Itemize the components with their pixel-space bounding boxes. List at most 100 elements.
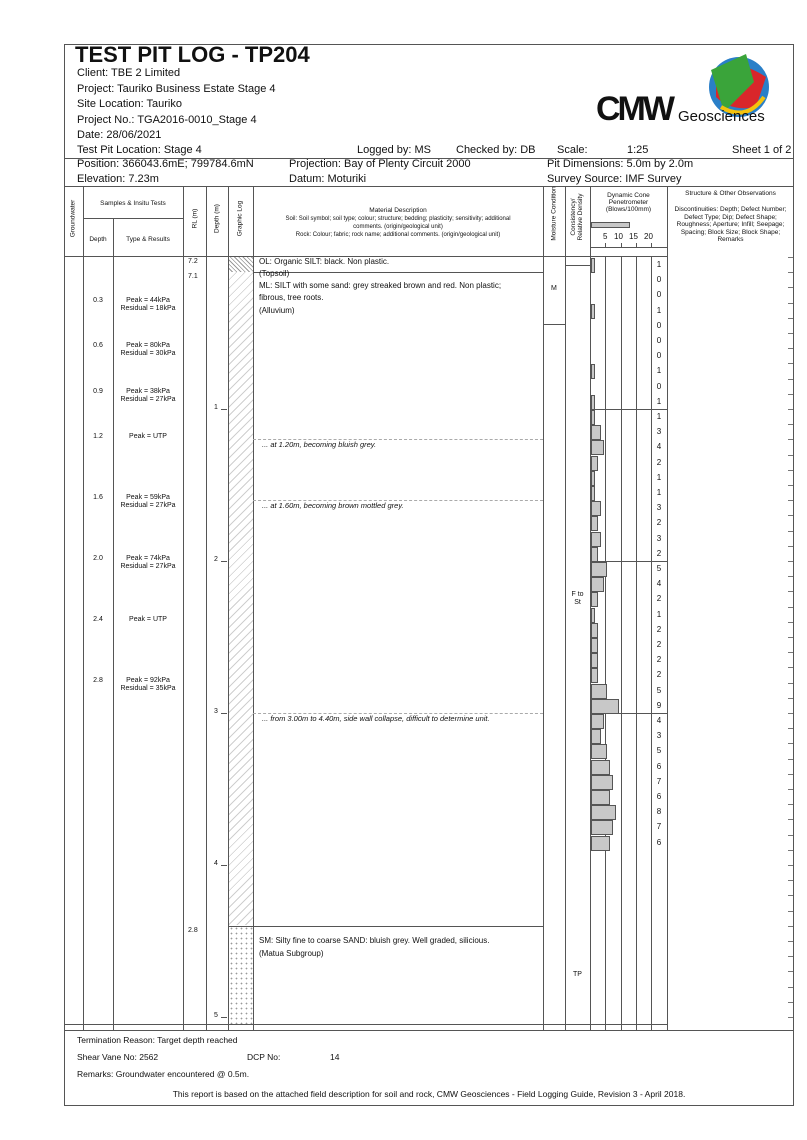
grid-line	[253, 186, 254, 1030]
dcp-value: 6	[656, 837, 662, 847]
sample-depth: 1.6	[93, 494, 103, 502]
dcp-value: 0	[656, 336, 662, 345]
project: Project: Tauriko Business Estate Stage 4	[77, 83, 276, 95]
dcp-value: 2	[656, 655, 662, 665]
dcp-value: 2	[656, 640, 662, 649]
annotation: ... from 3.00m to 4.40m, side wall colla…	[262, 714, 490, 723]
grid-line	[183, 186, 184, 1030]
material-description: (Matua Subgroup)	[259, 948, 324, 958]
dcp-bar	[591, 729, 601, 745]
dcp-title: Dynamic Cone	[607, 192, 650, 199]
depth-scale-tick	[788, 348, 793, 350]
depth-scale-tick	[788, 697, 793, 699]
graphic-log-topsoil	[229, 257, 253, 272]
dcp-value: 3	[656, 427, 662, 437]
divider	[64, 1024, 668, 1025]
depth-scale-tick	[788, 819, 793, 821]
pit-dimensions: Pit Dimensions: 5.0m by 2.0m	[547, 158, 694, 170]
dcp-value: 0	[656, 381, 662, 391]
depth-scale-tick	[788, 682, 793, 684]
col-material-title: Material Description	[369, 207, 427, 214]
site-location: Site Location: Tauriko	[77, 98, 182, 110]
annotation-line	[253, 500, 543, 502]
dcp-value: 3	[656, 731, 662, 741]
dcp-scale-5: 5	[603, 232, 608, 241]
depth-mark: 5	[214, 1012, 218, 1019]
col-groundwater: Groundwater	[69, 199, 77, 238]
logo-globe-icon	[709, 54, 769, 117]
client: Client: TBE 2 Limited	[77, 67, 181, 79]
sample-result-residual: Residual = 18kPa	[120, 304, 176, 312]
depth-scale-tick	[788, 576, 793, 578]
layer-boundary	[253, 272, 543, 273]
grid-line	[83, 186, 84, 1030]
depth-mark: 3	[214, 708, 218, 715]
dcp-value: 4	[656, 579, 662, 589]
dcp-bar	[591, 501, 601, 517]
dcp-value: 7	[656, 776, 662, 786]
depth-scale-tick	[788, 637, 793, 638]
depth-tick	[221, 1017, 227, 1018]
depth-scale-tick	[788, 317, 793, 319]
sample-depth: 2.4	[93, 615, 103, 623]
dcp-bar	[591, 714, 604, 729]
dcp-value: 8	[656, 807, 662, 817]
depth-scale-tick	[788, 424, 793, 426]
depth-mark: 2	[214, 556, 218, 563]
dcp-legend-bar	[591, 222, 630, 228]
dcp-bar	[591, 470, 595, 486]
depth-tick	[221, 561, 227, 562]
sample-result: Peak = 38kPa	[126, 387, 170, 395]
dcp-value: 1	[656, 396, 662, 406]
dcp-title-3: (Blows/100mm)	[605, 206, 652, 213]
dcp-no-label: DCP No:	[247, 1052, 281, 1062]
depth-scale-tick	[788, 895, 793, 897]
dcp-bar	[591, 486, 595, 501]
dcp-value: 0	[656, 320, 662, 330]
col-structure-desc: Discontinuities: Depth; Defect Number; D…	[674, 206, 787, 243]
depth-scale-tick	[788, 439, 793, 441]
depth-scale-tick	[788, 941, 793, 942]
sample-result: Peak = 80kPa	[126, 342, 170, 350]
depth-scale-tick	[788, 469, 793, 471]
col-depth-m: Depth (m)	[213, 204, 221, 233]
depth-tick	[221, 865, 227, 866]
material-description: (Topsoil)	[259, 269, 290, 279]
dcp-bar	[591, 805, 616, 821]
col-material-rock: Rock: Colour; fabric; rock name; additio…	[295, 232, 501, 238]
dcp-value: 0	[656, 351, 662, 361]
col-moisture: Moisture Condition	[550, 186, 558, 241]
depth-scale-tick	[788, 652, 793, 654]
depth-scale-tick	[788, 454, 793, 456]
dcp-value: 2	[656, 624, 662, 634]
consistency-value: St	[574, 599, 581, 607]
annotation: ... at 1.60m, becoming brown mottled gre…	[262, 501, 404, 511]
sample-depth: 0.6	[93, 342, 103, 350]
grid-line	[621, 256, 622, 1030]
depth-scale-tick	[788, 865, 793, 866]
col-structure-title: Structure & Other Observations	[685, 190, 776, 197]
col-material-soil: Soil: Soil symbol; soil type; colour; st…	[285, 216, 511, 222]
depth-scale-tick	[788, 1001, 793, 1003]
dcp-value: 1	[656, 260, 662, 269]
depth-scale-tick	[788, 606, 793, 608]
dcp-bar	[591, 638, 598, 653]
grid-line	[590, 186, 591, 1030]
graphic-log-silt	[229, 272, 253, 925]
dcp-value: 3	[656, 503, 662, 513]
sample-result-residual: Residual = 27kPa	[120, 502, 176, 510]
dcp-bar	[591, 698, 619, 714]
depth-scale-tick	[788, 743, 793, 745]
depth-scale-tick	[788, 363, 793, 365]
depth-scale-tick	[788, 515, 793, 517]
depth-scale-tick	[788, 728, 793, 730]
elevation: Elevation: 7.23m	[77, 173, 159, 185]
depth-scale-tick	[788, 257, 793, 258]
depth-scale-tick	[788, 272, 793, 274]
depth-scale-tick	[788, 621, 793, 623]
depth-scale-tick	[788, 378, 793, 380]
page-title: TEST PIT LOG - TP204	[75, 42, 310, 67]
dcp-bar	[591, 410, 595, 425]
dcp-value: 5	[656, 564, 662, 573]
depth-scale-tick	[788, 393, 793, 395]
